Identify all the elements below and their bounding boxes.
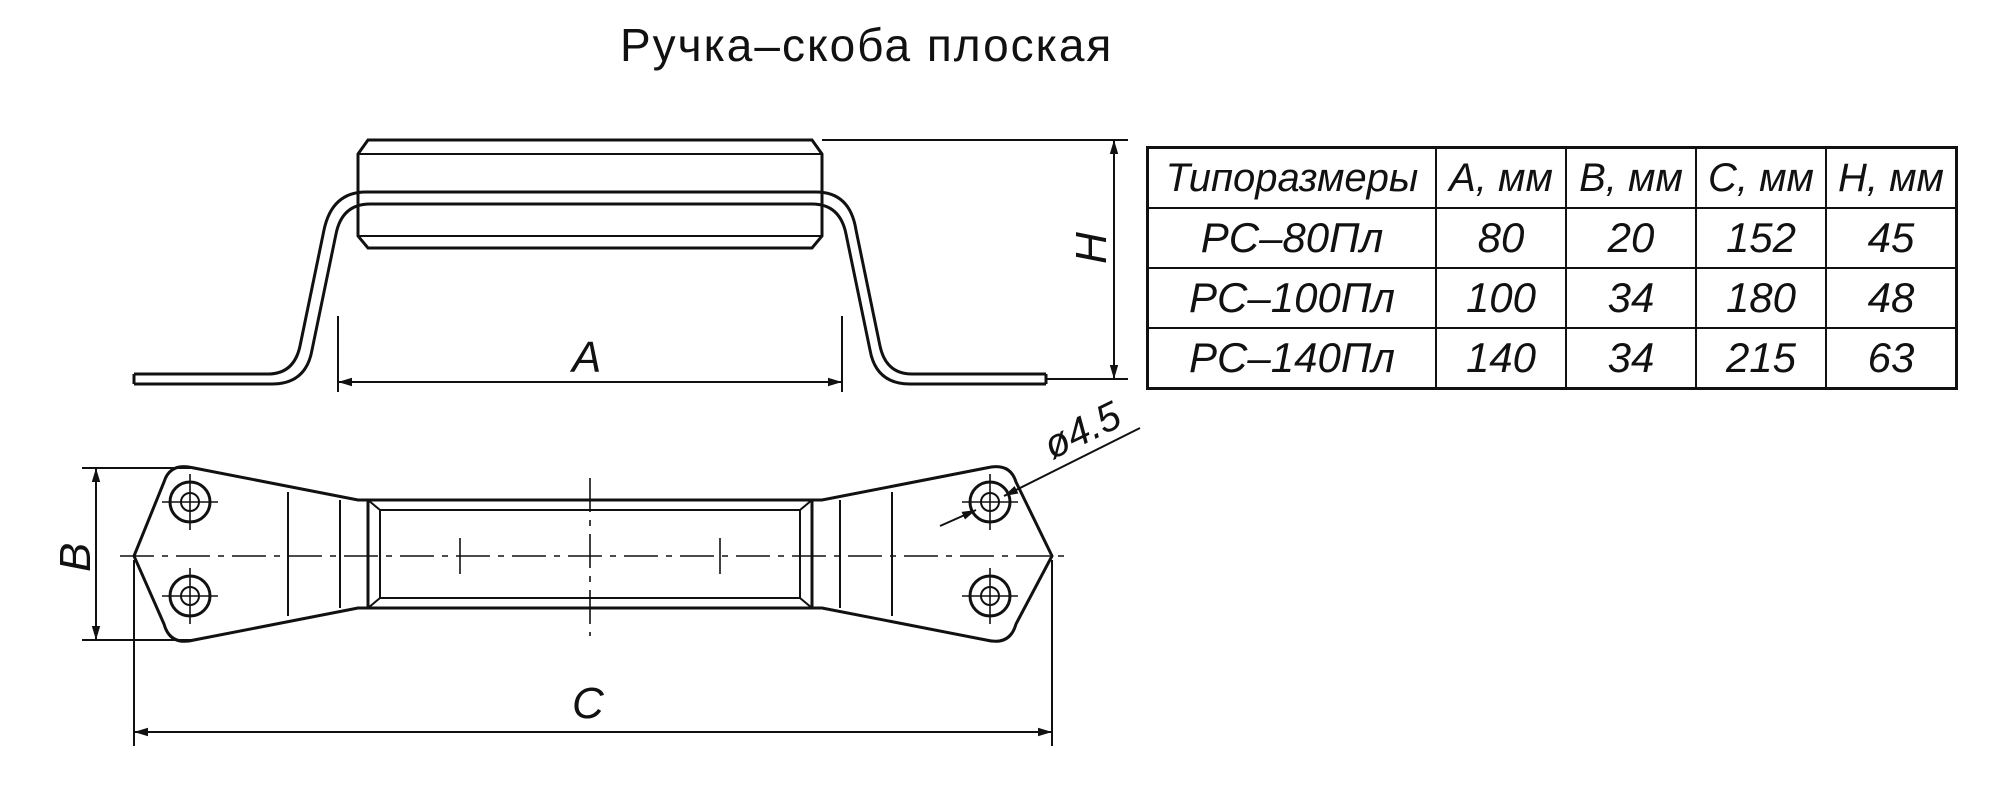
table-cell: 80: [1435, 207, 1567, 269]
table-row: РС–80Пл 80 20 152 45: [1146, 207, 1958, 269]
drawing-title: Ручка–скоба плоская: [620, 19, 1114, 71]
table-cell: 34: [1565, 327, 1697, 390]
side-view: [132, 138, 1048, 386]
table-row: РС–140Пл 140 34 215 63: [1146, 327, 1958, 390]
table-cell: 63: [1825, 327, 1958, 390]
table-header-row: Типоразмеры A, мм B, мм C, мм H, мм: [1146, 146, 1958, 209]
table-cell: 152: [1695, 207, 1827, 269]
table-cell: 215: [1695, 327, 1827, 390]
table-header: C, мм: [1695, 146, 1827, 209]
dim-label-h: H: [1067, 232, 1116, 264]
dim-label-b: B: [51, 543, 100, 572]
strap-inner: [134, 202, 1046, 386]
table-cell: РС–140Пл: [1146, 327, 1437, 390]
table-header: H, мм: [1825, 146, 1958, 209]
top-dimensions: [82, 427, 1141, 746]
table-cell: 180: [1695, 267, 1827, 329]
table-row: РС–100Пл 100 34 180 48: [1146, 267, 1958, 329]
table-cell: 45: [1825, 207, 1958, 269]
table-cell: РС–80Пл: [1146, 207, 1437, 269]
plate-outline: [132, 465, 1054, 643]
dim-label-c: C: [572, 679, 605, 728]
table-cell: 48: [1825, 267, 1958, 329]
table-cell: 100: [1435, 267, 1567, 329]
table-cell: 34: [1565, 267, 1697, 329]
table-header: B, мм: [1565, 146, 1697, 209]
table-cell: 140: [1435, 327, 1567, 390]
table-header: A, мм: [1435, 146, 1567, 209]
strap-outer: [134, 190, 1046, 376]
top-view: [132, 465, 1054, 643]
center-lines: [120, 474, 1066, 636]
table-cell: 20: [1565, 207, 1697, 269]
table-header: Типоразмеры: [1146, 146, 1437, 209]
grip-block: [356, 138, 824, 250]
side-dimensions: [337, 139, 1128, 392]
table-cell: РС–100Пл: [1146, 267, 1437, 329]
leader-hole: [1003, 427, 1141, 497]
size-table: Типоразмеры A, мм B, мм C, мм H, мм РС–8…: [1146, 146, 1958, 390]
dim-label-a: A: [569, 333, 601, 382]
